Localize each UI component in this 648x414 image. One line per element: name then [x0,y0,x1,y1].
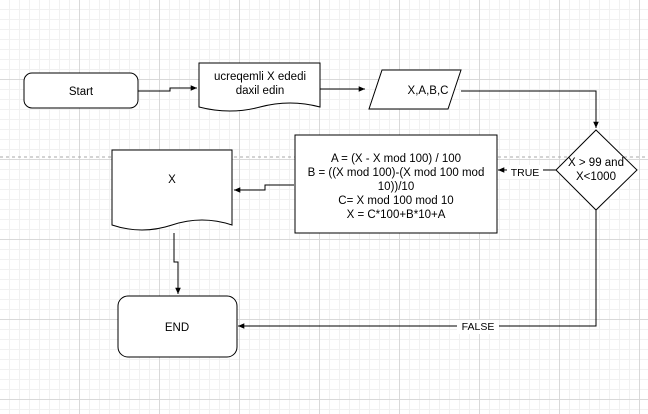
output-label: X [168,174,176,186]
process-line-4: C= X mod 100 mod 10 [338,195,453,207]
decision-line-1: X > 99 and [568,157,624,169]
edge-output-to-end[interactable] [173,233,181,294]
start-label: Start [69,86,94,98]
true-edge-label: TRUE [507,165,543,179]
end-node[interactable]: END [117,295,238,358]
edge-vars-to-decision[interactable] [461,90,599,128]
edge-start-to-input[interactable] [138,85,197,92]
process-line-3: 10))/10 [378,181,414,193]
variables-io-node[interactable]: X,A,B,C [368,69,462,110]
edge-decision-false[interactable] [238,210,597,329]
process-line-2: B = ((X mod 100)-(X mod 100 mod [308,167,485,179]
output-document-node[interactable]: X [111,149,233,231]
variables-label: X,A,B,C [408,85,449,97]
process-node[interactable]: A = (X - X mod 100) / 100 B = ((X mod 10… [294,134,498,234]
end-label: END [165,322,189,334]
false-edge-label: FALSE [457,320,499,334]
edge-process-to-output[interactable] [234,184,294,193]
process-line-5: X = C*100+B*10+A [347,209,446,221]
start-node[interactable]: Start [23,72,139,109]
decision-node[interactable]: X > 99 and X<1000 [555,129,638,211]
decision-line-2: X<1000 [576,171,616,183]
input-line-1: ucreqemli X ededi [214,71,306,83]
input-document-node[interactable]: ucreqemli X ededi daxil edin [198,62,321,112]
false-label-text: FALSE [462,321,495,333]
process-line-1: A = (X - X mod 100) / 100 [331,153,461,165]
true-label-text: TRUE [511,167,540,179]
input-line-2: daxil edin [236,85,285,97]
